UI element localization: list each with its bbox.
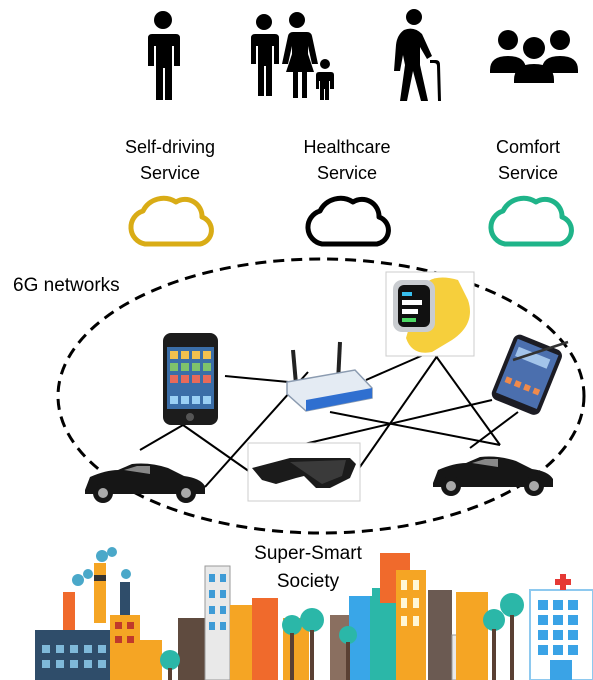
group-people-icon — [490, 30, 578, 83]
service-label-comfort-line2: Service — [497, 163, 559, 183]
service-label-self-driving-line1: Self-driving — [124, 137, 216, 157]
elderly-person-icon — [394, 9, 441, 102]
smartphone-icon — [163, 333, 218, 425]
car-icon-right — [433, 456, 553, 496]
service-label-comfort-line1: Comfort — [495, 137, 560, 157]
society-label-line1: Super-Smart — [254, 543, 362, 564]
hospital-cross-icon — [555, 574, 571, 590]
society-label: Super-Smart Society — [244, 540, 372, 596]
wifi-router-icon — [286, 341, 373, 412]
tablet-phone-icon — [491, 334, 569, 415]
smart-glasses-icon — [247, 442, 361, 502]
city-skyline-illustration — [35, 547, 593, 680]
smartwatch-icon — [385, 271, 475, 357]
family-icon — [251, 12, 334, 100]
network-boundary — [56, 257, 586, 535]
service-label-comfort: Comfort Service — [458, 134, 593, 186]
network-label: 6G networks — [13, 275, 120, 296]
car-icon-left — [85, 463, 205, 503]
service-label-healthcare-line2: Service — [316, 163, 378, 183]
service-label-healthcare: Healthcare Service — [277, 134, 417, 186]
cloud-icon-healthcare — [305, 195, 391, 247]
cloud-icon-comfort — [488, 195, 574, 247]
hospital-building — [529, 574, 593, 680]
cloud-icon-self-driving — [128, 195, 214, 247]
service-label-self-driving: Self-driving Service — [100, 134, 240, 186]
service-label-self-driving-line2: Service — [139, 163, 201, 183]
service-label-healthcare-line1: Healthcare — [303, 137, 391, 157]
single-person-icon — [148, 11, 180, 100]
society-label-line2: Society — [276, 571, 340, 592]
